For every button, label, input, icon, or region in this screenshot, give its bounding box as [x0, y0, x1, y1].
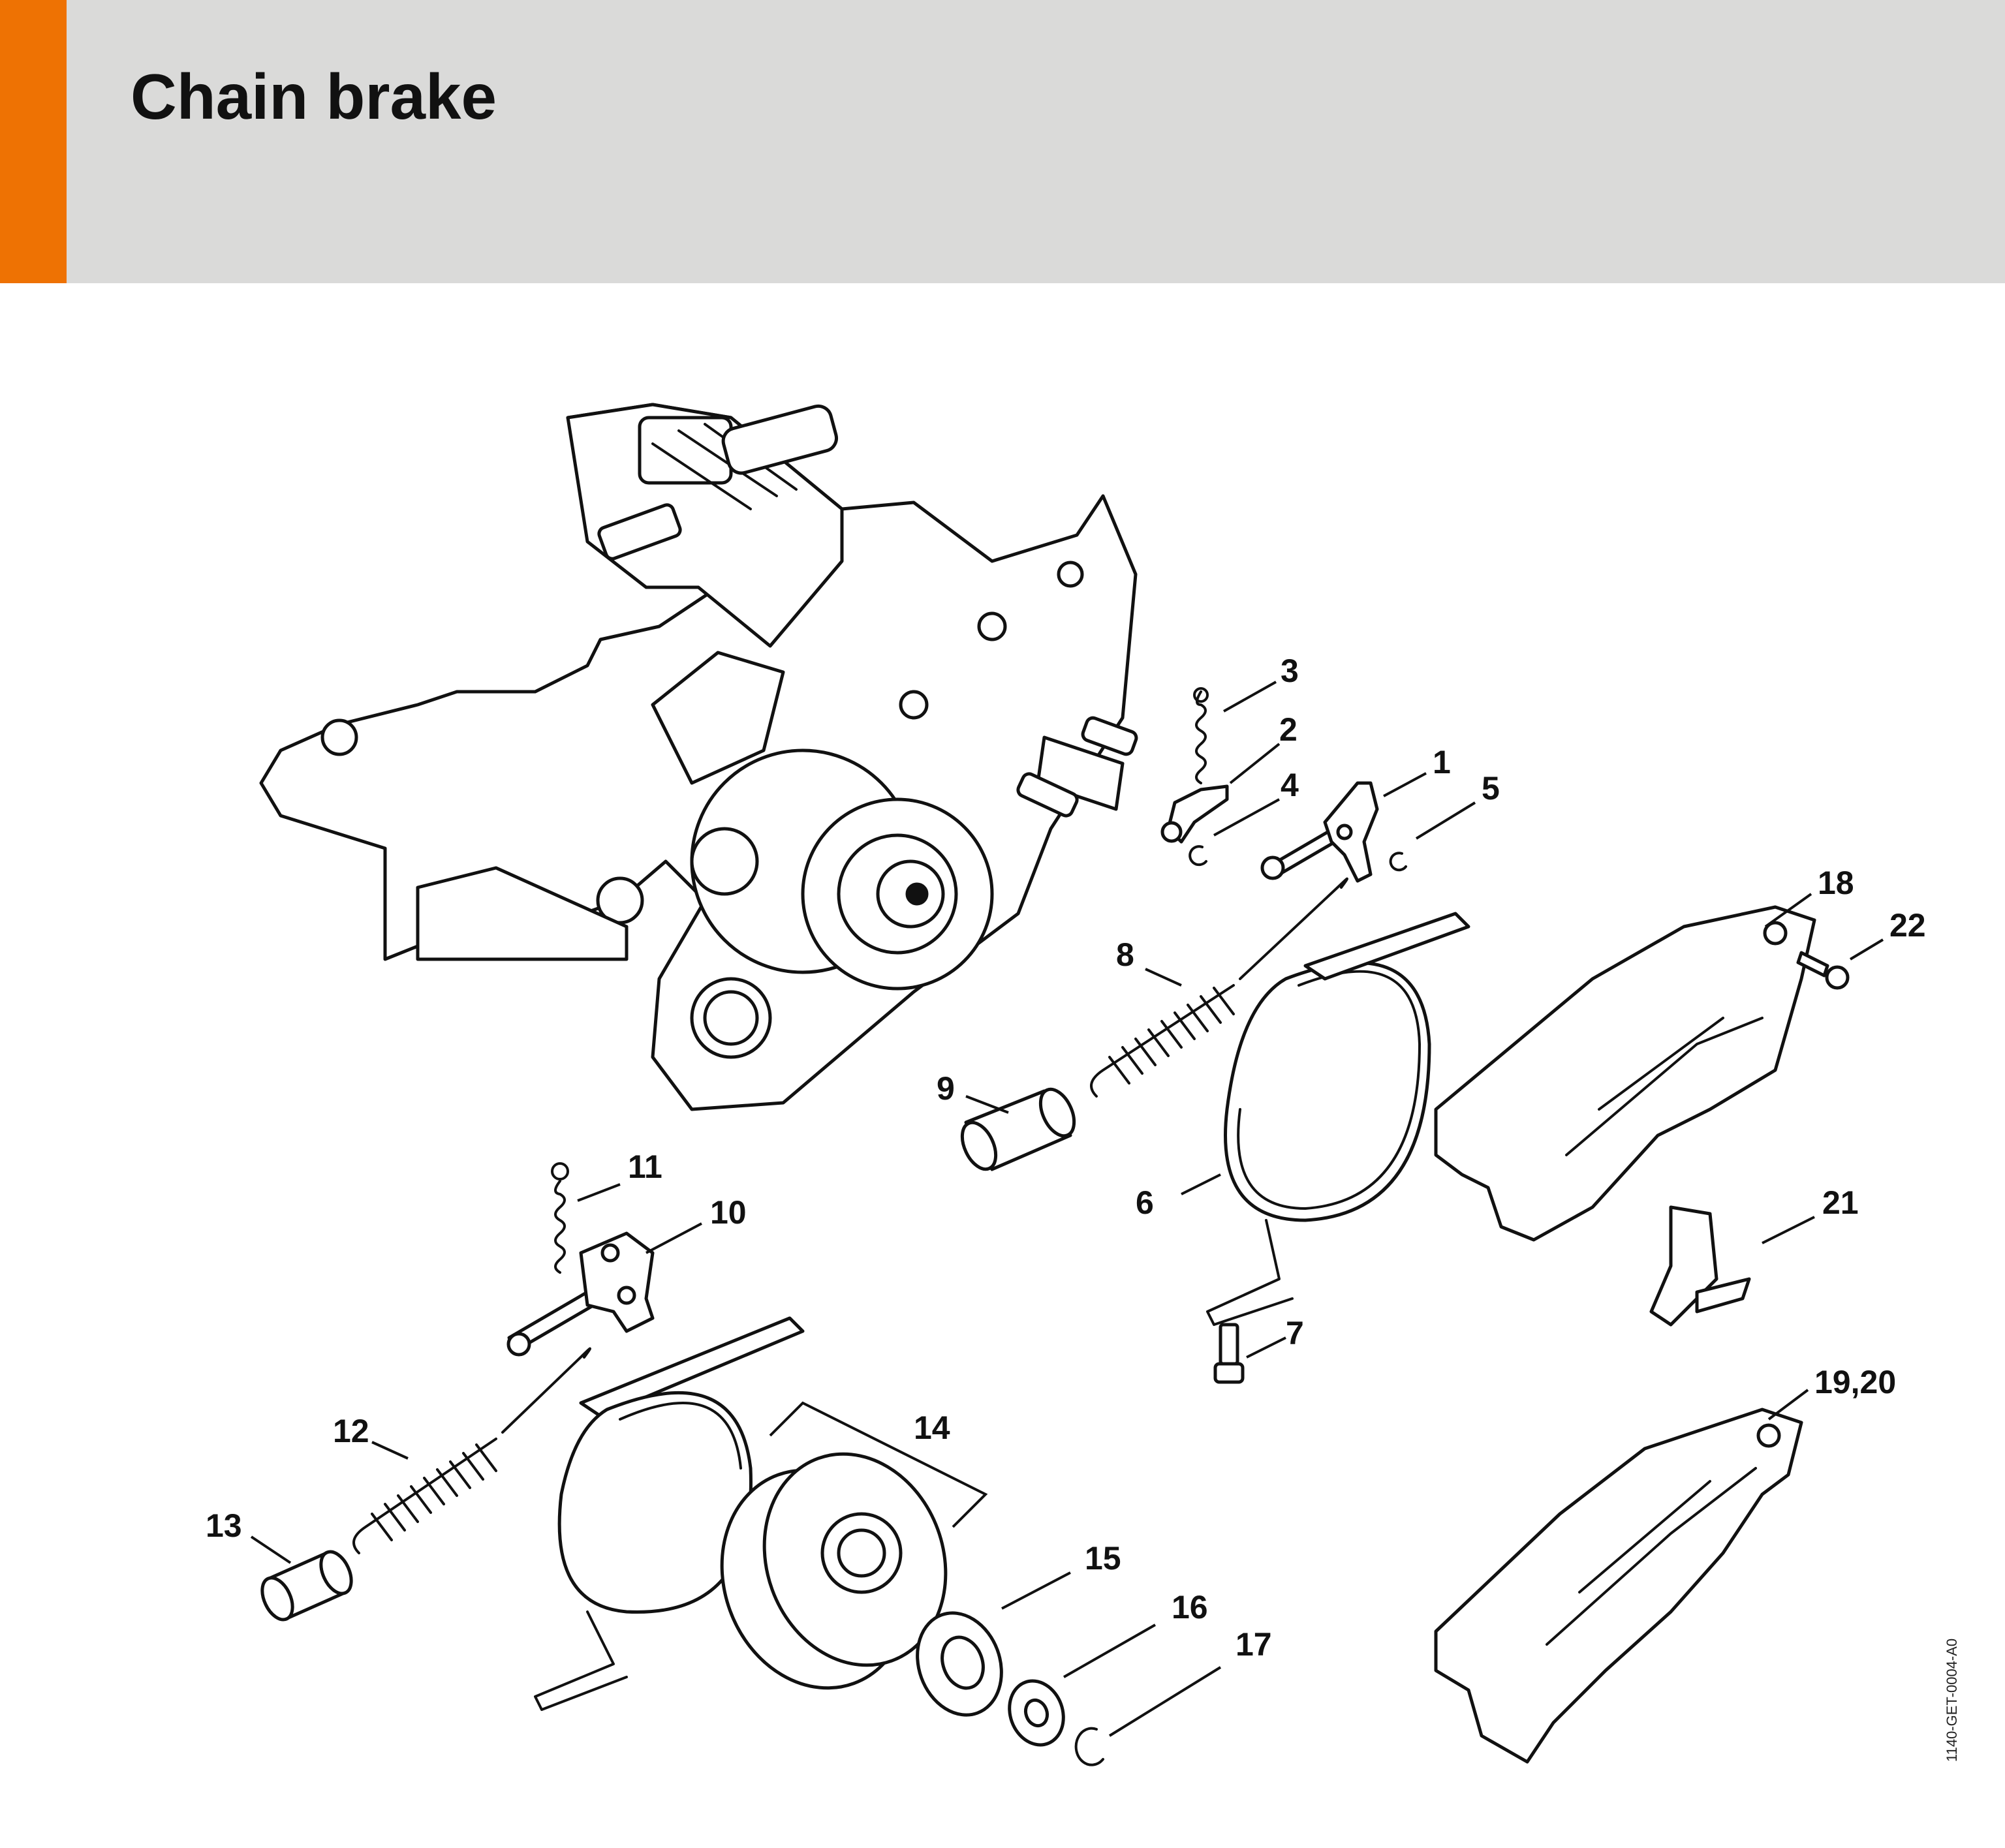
callout-15: 15 — [1085, 1540, 1121, 1577]
document-id: 1140-GET-0004-A0 — [1944, 1638, 1960, 1762]
callout-10: 10 — [710, 1194, 747, 1231]
spring-part-8 — [1090, 877, 1348, 1098]
callout-8: 8 — [1116, 936, 1134, 973]
spring-part-3 — [1193, 687, 1209, 784]
callout-19-20: 19,20 — [1814, 1364, 1896, 1400]
callout-9: 9 — [937, 1070, 955, 1107]
callout-16: 16 — [1172, 1589, 1208, 1625]
e-clip-part-4 — [1189, 845, 1207, 867]
e-clip-part-17 — [1074, 1727, 1104, 1766]
washer-part-16 — [1008, 1679, 1065, 1747]
callout-12: 12 — [333, 1413, 369, 1449]
catch-part-21 — [1649, 1205, 1751, 1327]
callout-21: 21 — [1822, 1184, 1859, 1221]
callout-4: 4 — [1281, 767, 1299, 803]
clutch-drum-part-14 — [720, 1401, 988, 1690]
callout-3: 3 — [1281, 653, 1299, 689]
callout-labels: 1 2 3 4 5 6 7 8 9 10 11 12 13 14 15 16 1… — [206, 653, 1926, 1663]
chain-sprocket-cover-part-18 — [1434, 905, 1816, 1242]
header-bar: Chain brake — [0, 0, 2005, 283]
engine-housing — [259, 403, 1138, 1111]
spring-part-12 — [352, 1347, 591, 1554]
accent-stripe — [0, 0, 67, 283]
callout-5: 5 — [1482, 770, 1500, 807]
spring-part-11 — [551, 1162, 569, 1274]
callout-11: 11 — [628, 1148, 662, 1185]
callout-7: 7 — [1286, 1315, 1304, 1351]
lever-part-2 — [1160, 784, 1229, 844]
e-clip-part-5 — [1389, 852, 1407, 872]
brake-lever-part-10 — [506, 1231, 655, 1357]
page-title: Chain brake — [131, 61, 497, 132]
callout-13: 13 — [206, 1507, 242, 1544]
callout-17: 17 — [1236, 1626, 1272, 1663]
sleeve-part-9 — [960, 1087, 1076, 1171]
leader-lines — [250, 681, 1884, 1737]
rim-sprocket-part-15 — [916, 1611, 1003, 1717]
brake-lever-part-1 — [1260, 781, 1379, 883]
brake-band-part-12 — [534, 1316, 805, 1711]
callout-6: 6 — [1136, 1184, 1154, 1221]
screw-part-22 — [1796, 951, 1850, 990]
chain-sprocket-cover-part-19-20 — [1434, 1408, 1803, 1764]
callout-1: 1 — [1433, 744, 1451, 780]
brake-band-part-6 — [1206, 912, 1470, 1326]
callout-2: 2 — [1279, 711, 1298, 748]
callout-18: 18 — [1818, 865, 1854, 901]
sleeve-part-13 — [260, 1550, 353, 1622]
screw-part-7 — [1213, 1323, 1245, 1384]
callout-22: 22 — [1889, 907, 1926, 944]
callout-14: 14 — [914, 1409, 950, 1446]
